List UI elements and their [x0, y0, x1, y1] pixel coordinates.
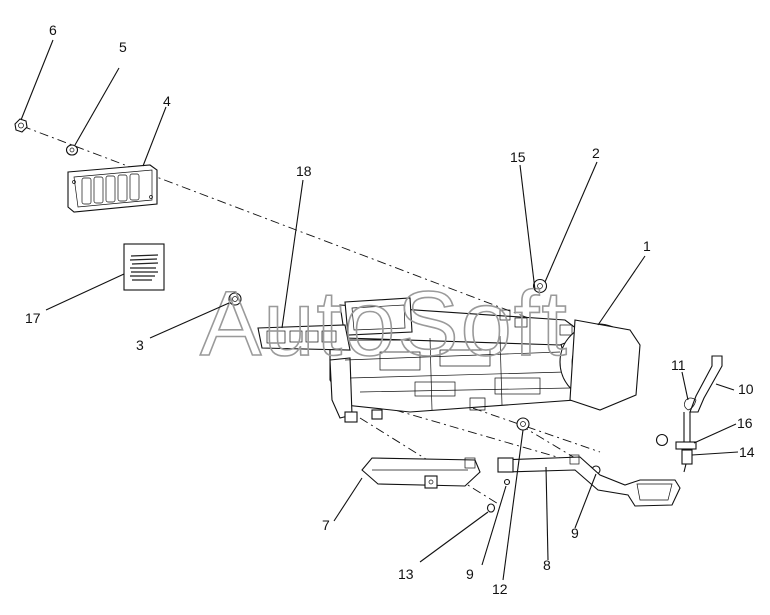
- callout-6: 6: [49, 22, 57, 38]
- callout-10: 10: [738, 381, 754, 397]
- leader-lines: [20, 39, 739, 581]
- watermark-text: AutoSoft: [200, 273, 569, 375]
- callout-2: 2: [592, 145, 600, 161]
- floor-duct-part-8: [497, 454, 681, 507]
- callout-13: 13: [398, 566, 414, 582]
- fastener-part-13: [486, 503, 496, 513]
- callout-5: 5: [119, 39, 127, 55]
- clip-part-14: [681, 449, 693, 473]
- callout-8: 8: [543, 557, 551, 573]
- callout-1: 1: [643, 238, 651, 254]
- nut-part-3: [228, 292, 242, 306]
- hose-part-10: [683, 355, 723, 448]
- cap-part-16: [655, 433, 669, 447]
- callout-9-right: 9: [571, 525, 579, 541]
- callout-16: 16: [737, 415, 753, 431]
- callout-4: 4: [163, 93, 171, 109]
- callout-3: 3: [136, 337, 144, 353]
- callout-7: 7: [322, 517, 330, 533]
- nut-part-2: [532, 278, 548, 294]
- callout-12: 12: [492, 581, 508, 597]
- clamp-part-16: [675, 441, 697, 450]
- hvac-unit-assembly-part-1: [257, 297, 641, 423]
- floor-duct-part-7: [361, 457, 481, 489]
- callout-9-left: 9: [466, 566, 474, 582]
- callout-14: 14: [739, 444, 755, 460]
- callout-15: 15: [510, 149, 526, 165]
- callout-11: 11: [671, 357, 686, 373]
- grille-panel-part-4: [67, 164, 158, 213]
- callout-labels: 6 5 4 18 15 2 1 17 3 11 10 16 14 7 9 8 1…: [25, 22, 755, 597]
- nut-part-6: [14, 118, 28, 133]
- label-sticker-part-17: [123, 243, 165, 291]
- callout-17: 17: [25, 310, 41, 326]
- nut-part-12: [516, 417, 530, 431]
- callout-18: 18: [296, 163, 312, 179]
- washer-part-5: [65, 144, 79, 156]
